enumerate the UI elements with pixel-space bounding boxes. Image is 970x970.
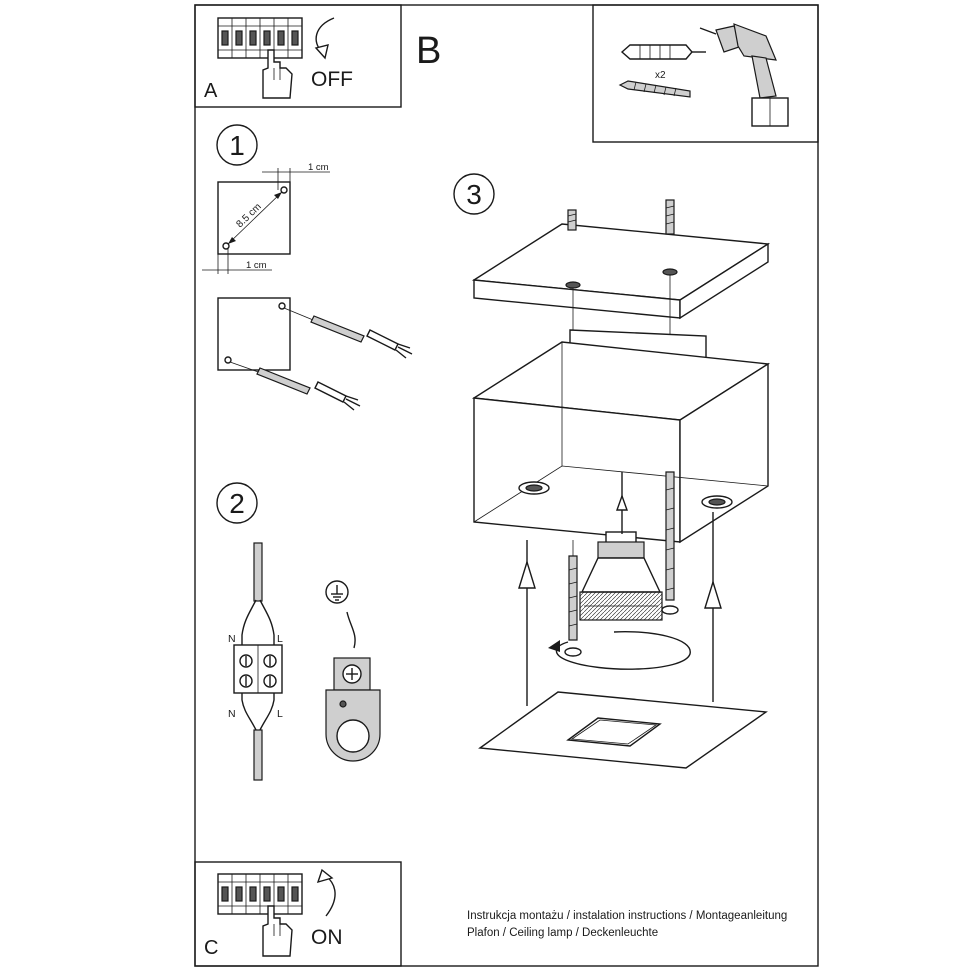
screw-icon — [661, 471, 679, 615]
hand-icon — [262, 49, 293, 99]
step-2-number: 2 — [229, 488, 245, 519]
assembly-arrows — [518, 472, 722, 706]
step-1: 1 8.5 cm 1 cm 1 cm — [202, 124, 413, 411]
decorative-cover-plate — [478, 691, 768, 769]
top-dimension: 1 cm — [308, 162, 329, 173]
bottom-dimension: 1 cm — [246, 260, 267, 271]
ground-terminal — [325, 657, 381, 762]
screw-icon — [567, 209, 577, 231]
drill-icon — [699, 23, 789, 127]
terminal-block — [233, 644, 283, 694]
panel-a: A OFF — [194, 4, 402, 108]
power-cable — [241, 542, 275, 781]
hand-icon — [262, 905, 293, 957]
live-label-top: L — [277, 633, 283, 645]
screw-icon — [665, 199, 675, 235]
curved-arrow-icon — [316, 868, 336, 917]
caption-line-1: Instrukcja montażu / instalation instruc… — [467, 910, 788, 922]
rotation-arrow — [555, 630, 691, 670]
wall-plug-icon — [620, 44, 706, 60]
panel-c-letter: C — [204, 937, 218, 959]
quantity-label: x2 — [655, 70, 666, 81]
screw-icon — [618, 80, 691, 98]
neutral-label-bottom: N — [228, 708, 236, 720]
wall-plug-icon — [283, 307, 413, 359]
lamp-housing — [471, 329, 771, 544]
mounting-template — [217, 181, 291, 255]
step-3: 3 — [453, 173, 771, 769]
panel-b-letter: B — [416, 30, 441, 72]
drilled-template — [217, 297, 291, 371]
ground-wire — [346, 611, 356, 649]
neutral-label-top: N — [228, 633, 236, 645]
circuit-breaker-icon — [217, 873, 303, 915]
ceiling-mounting-plate — [471, 223, 771, 320]
live-label-bottom: L — [277, 708, 283, 720]
curved-arrow-icon — [314, 17, 335, 60]
caption-line-2: Plafon / Ceiling lamp / Deckenleuchte — [467, 927, 659, 939]
step-2: 2 N L N L — [216, 482, 381, 781]
wall-plug-icon — [229, 361, 361, 411]
panel-a-letter: A — [204, 80, 218, 102]
step-3-number: 3 — [466, 179, 482, 210]
panel-c: C ON — [194, 861, 402, 967]
panel-c-label: ON — [311, 926, 343, 949]
gu10-bulb-icon — [579, 531, 663, 621]
panel-a-label: OFF — [311, 68, 353, 91]
step-1-number: 1 — [229, 130, 245, 161]
ground-symbol-icon — [325, 580, 349, 604]
panel-b: x2 — [592, 4, 819, 143]
circuit-breaker-icon — [217, 17, 303, 59]
diagonal-dimension: 8.5 cm — [234, 201, 263, 230]
outer-frame — [194, 4, 819, 967]
screw-icon — [564, 540, 582, 657]
